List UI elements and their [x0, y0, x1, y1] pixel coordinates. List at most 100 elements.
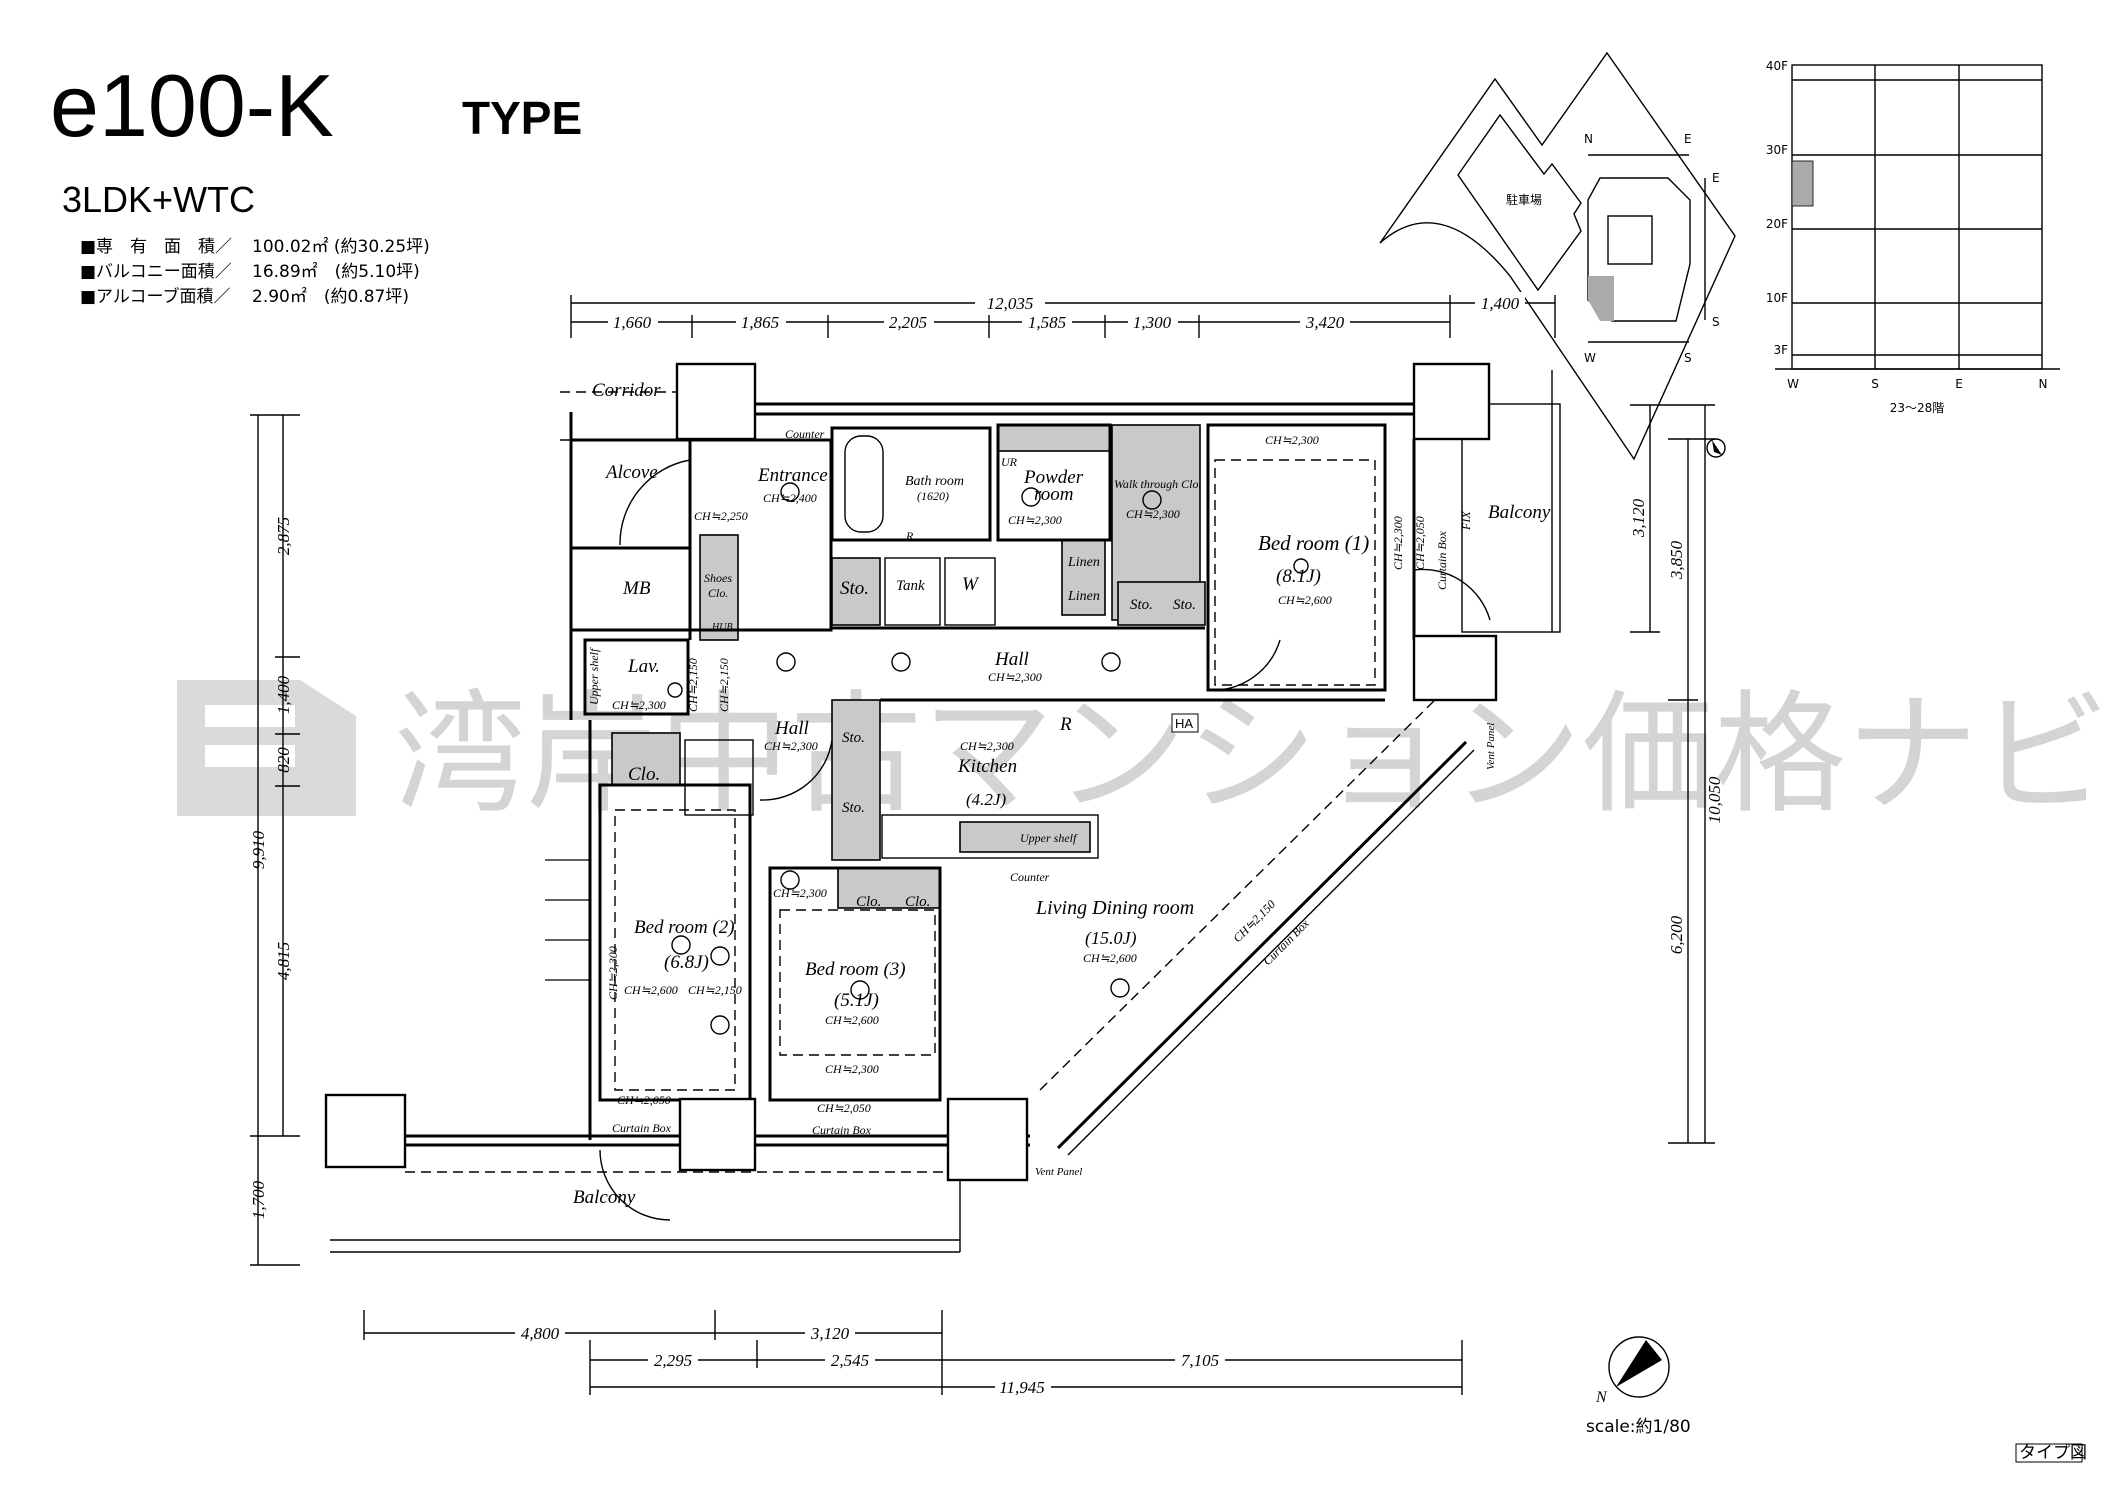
area-value: 16.89㎡ (約5.10坪): [252, 262, 420, 282]
curtain-box-label: Curtain Box: [812, 1123, 872, 1137]
dim-label: 2,295: [654, 1351, 692, 1370]
floor-chart: 40F 30F 20F 10F 3F W S E N 23〜28階: [1766, 59, 2060, 415]
dim-label: 1,400: [1481, 294, 1520, 313]
ceiling-height: CH≒2,600: [1278, 593, 1332, 607]
lavatory: [583, 638, 690, 716]
bath-room-label: Bath room: [905, 474, 964, 489]
structural-column: [1412, 634, 1498, 702]
floor-label: 40F: [1766, 59, 1788, 73]
type-title: e100-K: [50, 56, 334, 155]
north-arrow-icon: N: [1595, 1336, 1670, 1406]
washer-label: W: [962, 574, 980, 595]
powder-room-label-2: room: [1034, 484, 1073, 505]
type-badge: タイプ図: [2019, 1443, 2087, 1463]
ceiling-height: CH≒2,150: [717, 658, 731, 712]
dir-label: S: [1684, 351, 1692, 365]
dim-label: 1,400: [274, 675, 293, 714]
tank: [884, 557, 941, 626]
ceiling-height: CH≒2,250: [694, 509, 748, 523]
dim-label: 7,105: [1181, 1351, 1219, 1370]
ceiling-height: CH≒2,600: [624, 983, 678, 997]
unit-floor-marker: [1791, 160, 1814, 207]
powder-room-label: Powder: [1023, 467, 1084, 488]
ceiling-height: CH≒2,150: [686, 658, 700, 712]
dim-label: 1,700: [249, 1180, 268, 1219]
dim-label: 3,120: [1629, 498, 1648, 538]
ceiling-height: CH≒2,300: [764, 739, 818, 753]
dim-label: 11,945: [999, 1378, 1045, 1397]
bed-room-2-size: (6.8J): [664, 952, 709, 973]
fix-label: FIX: [1459, 511, 1473, 531]
living-dining-size: (15.0J): [1085, 928, 1136, 949]
ceiling-height: CH≒2,050: [1413, 516, 1427, 570]
structural-column: [678, 1097, 757, 1172]
dimensions: 12,035 1,400 1,660 1,865 2,205 1,585 1,3…: [249, 292, 1724, 1397]
dim-ticks: [570, 295, 1556, 338]
ceiling-height: CH≒2,300: [606, 946, 620, 1000]
left-dim-labels: 2,875 1,400 820 4,815 9,910 1,700: [249, 517, 293, 1219]
balcony-right-label: Balcony: [1488, 502, 1551, 523]
dim-ticks: [250, 414, 300, 1266]
side-label: S: [1871, 377, 1879, 391]
shoes-closet-label-2: Clo.: [708, 586, 728, 600]
bath-size-label: (1620): [917, 489, 949, 503]
upper-shelf-label: Upper shelf: [587, 647, 601, 705]
dim-label: 12,035: [987, 294, 1034, 313]
key-map: 駐車場 N E E S W S: [1379, 51, 1736, 461]
counter-label: Counter: [785, 427, 825, 441]
dir-label: E: [1684, 132, 1692, 146]
type-title-suffix: TYPE: [462, 92, 582, 144]
dim-label: 2,205: [889, 313, 927, 332]
ceiling-height: CH≒2,300: [825, 1062, 879, 1076]
curtain-box-label: Curtain Box: [612, 1121, 672, 1135]
floor-label: 20F: [1766, 217, 1788, 231]
structural-column: [1412, 362, 1491, 441]
kitchen-storage: [831, 699, 881, 861]
linen-label: Linen: [1067, 589, 1100, 604]
linen-label: Linen: [1067, 555, 1100, 570]
lavatory-label: Lav.: [627, 656, 660, 677]
unit-location-marker: [1588, 276, 1614, 321]
upper-shelf: [959, 821, 1091, 853]
north-label: N: [1595, 1389, 1608, 1406]
upper-shelf-label: Upper shelf: [1020, 831, 1078, 845]
curtain-box-label: Curtain Box: [1260, 916, 1312, 968]
ceiling-height: CH≒2,300: [1008, 513, 1062, 527]
area-value: 2.90㎡ (約0.87坪): [252, 287, 409, 307]
dim-label: 1,585: [1028, 313, 1066, 332]
r-label: R: [905, 529, 914, 543]
area-label: ■バルコニー面積／: [80, 262, 232, 282]
shoes-closet-label: Shoes: [704, 571, 732, 585]
area-value: 100.02㎡ (約30.25坪): [252, 237, 430, 257]
right-balcony: [1461, 403, 1561, 633]
storage-label: Sto.: [1130, 597, 1153, 613]
layout-label: 3LDK+WTC: [62, 179, 255, 220]
building-core: [1607, 215, 1653, 265]
ceiling-height: CH≒2,300: [612, 698, 666, 712]
watermark-logo-icon: [177, 680, 356, 816]
counter-label: Counter: [1010, 870, 1050, 884]
floor-chart-frame: [1791, 64, 2043, 370]
entrance-label: Entrance: [757, 465, 828, 486]
parking-outline: [1457, 113, 1582, 292]
dim-label: 6,200: [1667, 915, 1686, 954]
dir-label: S: [1712, 315, 1720, 329]
dim-label: 10,050: [1705, 776, 1724, 823]
dim-label: 1,300: [1133, 313, 1172, 332]
dim-label: 3,850: [1667, 540, 1686, 580]
bed-room-3: [768, 866, 942, 1102]
dir-label: E: [1712, 171, 1720, 185]
floor-range-label: 23〜28階: [1890, 400, 1945, 415]
storage-label: Sto.: [842, 730, 865, 746]
dim-label: 2,545: [831, 1351, 869, 1370]
vent-panel-label: Vent Panel: [1485, 723, 1497, 770]
powder-counter: [997, 424, 1111, 452]
ceiling-height: CH≒2,050: [817, 1101, 871, 1115]
building-outline: [1587, 177, 1691, 322]
kitchen-counter: [881, 814, 1099, 859]
ceiling-height: CH≒2,300: [960, 739, 1014, 753]
tank-label: Tank: [896, 578, 925, 594]
ceiling-height: CH≒2,050: [617, 1093, 671, 1107]
structural-column: [946, 1097, 1029, 1182]
ha-label: HA: [1175, 716, 1193, 731]
